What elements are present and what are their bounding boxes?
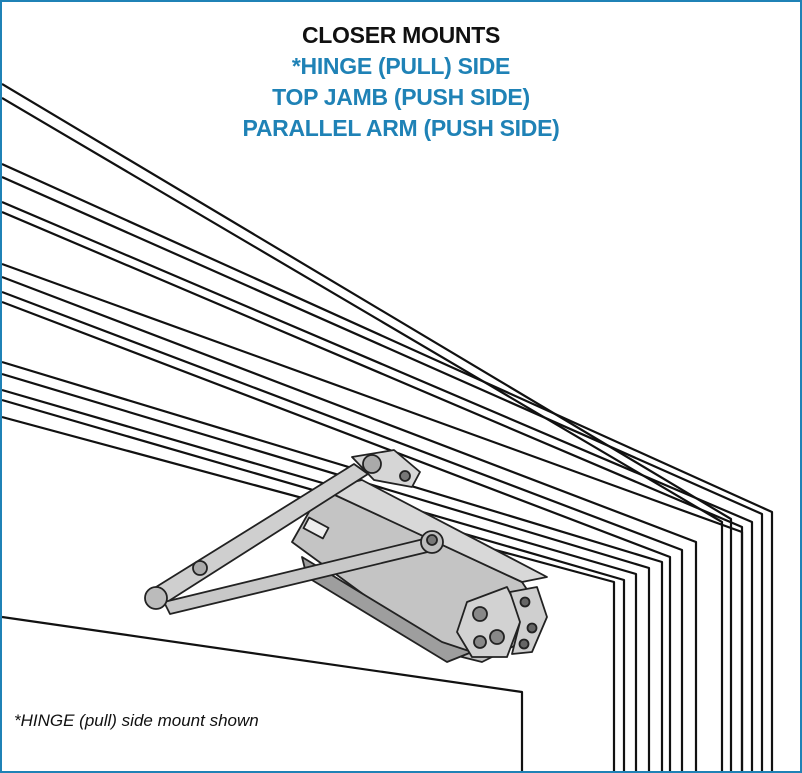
bracket-screw-1 [519, 596, 531, 608]
end-cap-valve-2 [489, 629, 505, 645]
frame-line-14 [2, 398, 626, 771]
arm-elbow [144, 586, 168, 610]
door-face-top [2, 415, 616, 771]
end-cap-valve-1 [472, 606, 488, 622]
frame-line-12 [2, 372, 651, 771]
mount-option-top-jamb: TOP JAMB (PUSH SIDE) [272, 84, 530, 110]
mount-option-hinge: *HINGE (PULL) SIDE [291, 53, 511, 79]
door-frame [2, 83, 774, 771]
caption: *HINGE (pull) side mount shown [10, 709, 263, 733]
frame-line-11 [2, 360, 664, 771]
closer-bracket [509, 586, 548, 655]
frame-line-2 [2, 97, 724, 771]
door-face-bottom [2, 615, 524, 771]
frame-line-4 [2, 175, 764, 771]
shoe-pivot [362, 454, 382, 474]
frame-line-5 [2, 200, 754, 771]
bracket-screw-3 [518, 638, 530, 650]
closer-end-cap [456, 586, 523, 658]
closer-brand-plate [302, 516, 330, 540]
mount-option-parallel-arm: PARALLEL ARM (PUSH SIDE) [242, 115, 560, 141]
door-closer [144, 449, 548, 663]
spindle-screw [426, 534, 438, 546]
arm-adjust-screw [192, 560, 208, 576]
shoe-screw [399, 470, 411, 482]
frame-line-13 [2, 388, 638, 771]
frame-line-10 [2, 300, 672, 771]
bracket-screw-2 [526, 622, 538, 634]
frame-line-1 [2, 83, 733, 771]
end-cap-valve-3 [473, 635, 487, 649]
frame-line-3 [2, 162, 774, 771]
main-title: CLOSER MOUNTS [302, 22, 500, 48]
frame-line-7 [2, 262, 744, 771]
frame-line-8 [2, 275, 698, 771]
title-block: CLOSER MOUNTS *HINGE (PULL) SIDE TOP JAM… [2, 20, 800, 144]
frame-line-9 [2, 290, 684, 771]
